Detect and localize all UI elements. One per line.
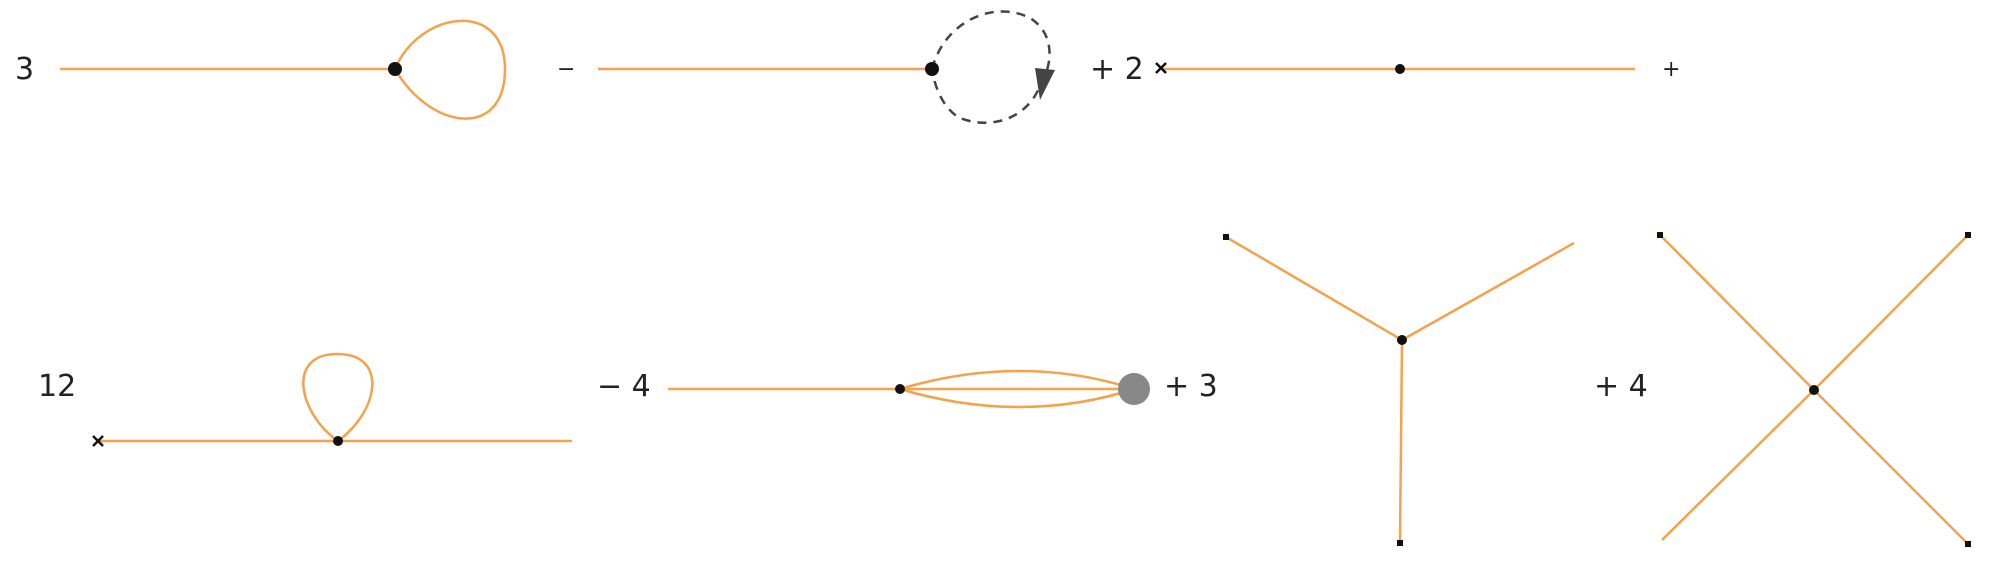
source-endpoint (1657, 232, 1663, 238)
source-endpoint (1965, 232, 1971, 238)
vertex-dot (895, 384, 905, 394)
propagator-leg (1401, 241, 1575, 342)
coefficient-plus-2: + 2 (1090, 52, 1144, 87)
source-endpoint (1965, 541, 1971, 547)
term-source-insertion: + 2 + (1090, 52, 1680, 87)
arrowhead-icon (1035, 68, 1055, 100)
term-tadpole-with-source: 12 (38, 352, 572, 447)
propagator-loop (302, 352, 374, 443)
cross-marker-icon (92, 435, 104, 447)
vertex-dot (1397, 335, 1407, 345)
ghost-loop (930, 10, 1051, 124)
vertex-dot (1395, 64, 1405, 74)
coefficient-plus-4: + 4 (1594, 369, 1648, 404)
vertex-dot (333, 436, 343, 446)
propagator-upper-arc (899, 369, 1135, 391)
propagator-leg (1813, 389, 1969, 545)
coefficient-plus-3: + 3 (1164, 369, 1218, 404)
vertex-dot (388, 62, 402, 76)
propagator-leg (1225, 235, 1403, 342)
propagator-leg (1661, 389, 1815, 541)
vertex-dot (925, 62, 939, 76)
propagator-lower-arc (899, 387, 1135, 409)
propagator-leg (1659, 234, 1815, 391)
operator-minus: − (557, 57, 575, 82)
propagator-leg (1813, 234, 1969, 391)
source-endpoint (1223, 234, 1229, 240)
term-three-point-vertex: + 3 (1164, 234, 1575, 546)
coefficient-12: 12 (38, 369, 76, 404)
source-endpoint (1397, 540, 1403, 546)
coefficient-3: 3 (15, 52, 34, 87)
propagator-leg (1398, 339, 1404, 544)
cross-marker-icon (1155, 62, 1167, 74)
coefficient-minus-4: − 4 (597, 369, 651, 404)
term-ghost-loop: − (557, 10, 1055, 124)
term-tadpole-loop: 3 (15, 19, 507, 120)
operator-plus: + (1662, 57, 1680, 82)
blob-vertex (1118, 373, 1150, 405)
propagator-loop (393, 19, 507, 120)
term-four-point-vertex: + 4 (1594, 232, 1971, 547)
term-sunset-blob: − 4 (597, 369, 1150, 409)
vertex-dot (1809, 385, 1819, 395)
